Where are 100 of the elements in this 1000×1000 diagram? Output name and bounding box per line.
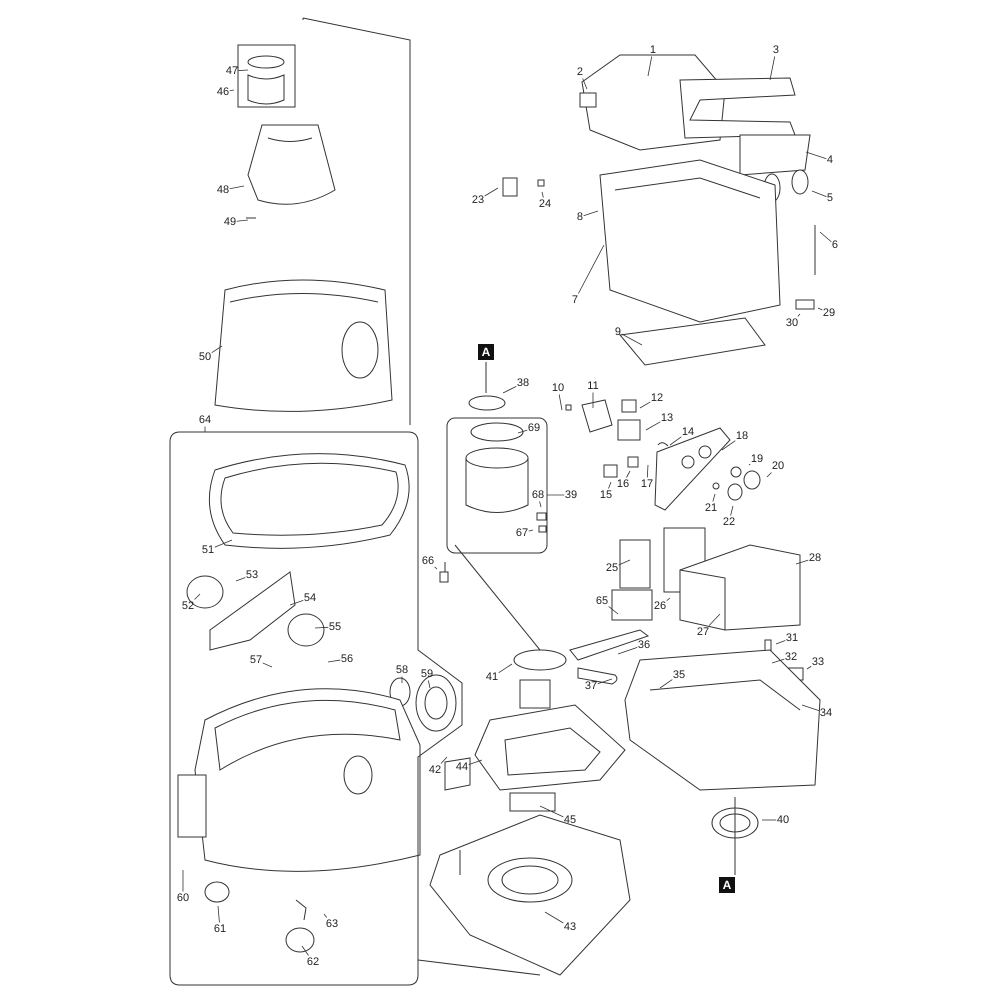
leader-line <box>646 421 661 430</box>
leader-line <box>583 210 598 216</box>
callout-number: 57 <box>249 654 263 666</box>
callout-number: 42 <box>428 764 442 776</box>
leader-line <box>770 56 776 80</box>
callout-number: 38 <box>516 376 530 390</box>
leader-line <box>544 912 564 924</box>
leader-line <box>546 494 565 496</box>
leader-line <box>434 566 438 570</box>
callout-number: 19 <box>750 452 764 466</box>
callout-number: 17 <box>640 478 654 490</box>
leader-line <box>194 594 200 600</box>
leader-line <box>670 436 682 446</box>
callout-number: 34 <box>819 706 833 720</box>
leader-line <box>812 190 827 197</box>
callout-number: 22 <box>722 516 736 528</box>
leader-line <box>766 472 772 478</box>
callout-number: 63 <box>325 918 339 930</box>
leader-line <box>806 152 827 160</box>
callout-number: 3 <box>772 44 780 56</box>
leader-line <box>229 186 244 190</box>
leader-line <box>708 614 720 626</box>
leader-line <box>484 188 498 196</box>
leader-line <box>238 70 248 71</box>
reference-marker: A <box>478 344 494 360</box>
callout-number: 51 <box>201 544 215 556</box>
callout-number: 66 <box>421 554 435 568</box>
leader-line <box>328 660 341 662</box>
callout-number: 24 <box>538 198 552 210</box>
callout-number: 40 <box>776 814 790 826</box>
leader-line <box>558 394 562 410</box>
callout-number: 39 <box>564 488 578 502</box>
leader-line <box>618 560 630 566</box>
group-outline <box>447 418 547 553</box>
callout-number: 1 <box>649 44 657 56</box>
leader-line <box>796 560 809 564</box>
callout-number: 16 <box>616 478 630 490</box>
leader-line <box>802 704 820 712</box>
leader-line <box>468 760 482 766</box>
callout-number: 29 <box>822 306 836 320</box>
leader-line <box>528 530 534 532</box>
reference-marker: A <box>719 877 735 893</box>
leader-line <box>218 906 220 923</box>
callout-number: 14 <box>681 426 695 438</box>
callout-number: 41 <box>485 670 499 684</box>
leader-line <box>660 679 673 688</box>
callout-number: 59 <box>420 668 434 680</box>
leader-line <box>540 806 564 818</box>
callout-number: 36 <box>637 638 651 652</box>
leader-line <box>748 464 751 466</box>
callout-number: 62 <box>306 956 320 968</box>
callout-number: 13 <box>660 412 674 424</box>
callout-number: 8 <box>576 210 584 224</box>
leader-line <box>578 244 604 294</box>
callout-number: 47 <box>225 64 239 78</box>
leader-line <box>608 482 612 489</box>
callout-number: 7 <box>571 294 579 306</box>
callout-number: 37 <box>584 680 598 692</box>
callout-number: 30 <box>785 316 799 330</box>
callout-number: 27 <box>696 626 710 638</box>
callout-number: 15 <box>599 488 613 502</box>
leader-line <box>302 946 309 956</box>
leader-line <box>592 392 594 408</box>
leader-line <box>772 658 785 664</box>
leader-line <box>502 386 517 394</box>
callout-number: 54 <box>303 592 317 604</box>
callout-number: 2 <box>576 66 584 78</box>
leader-line <box>776 640 786 644</box>
leader-line <box>618 646 638 654</box>
leader-line <box>621 334 642 346</box>
leader-line <box>236 220 248 222</box>
leader-line <box>730 506 734 516</box>
callout-number: 53 <box>245 568 259 582</box>
callout-number: 28 <box>808 552 822 564</box>
callout-number: 65 <box>595 594 609 608</box>
callout-number: 49 <box>223 216 237 228</box>
callout-number: 31 <box>785 632 799 644</box>
callout-number: 18 <box>735 430 749 442</box>
leader-line <box>214 540 232 548</box>
callout-number: 61 <box>213 922 227 936</box>
leader-line <box>608 606 618 614</box>
callout-number: 26 <box>653 600 667 612</box>
callout-number: 45 <box>563 814 577 826</box>
callout-number: 12 <box>650 392 664 404</box>
callout-number: 21 <box>704 502 718 514</box>
callout-number: 6 <box>831 238 839 252</box>
callout-number: 67 <box>515 526 529 540</box>
leader-line <box>820 232 832 242</box>
leader-line <box>818 308 823 310</box>
callout-number: 48 <box>216 184 230 196</box>
callout-number: 58 <box>395 664 409 676</box>
leader-line <box>229 90 234 92</box>
callout-number: 60 <box>176 892 190 904</box>
leader-line <box>314 626 329 628</box>
leader-line <box>262 662 272 668</box>
leader-line <box>440 756 448 764</box>
leader-line <box>498 664 512 674</box>
leader-line <box>646 464 648 478</box>
leader-line <box>712 494 716 502</box>
leader-line <box>626 470 630 478</box>
